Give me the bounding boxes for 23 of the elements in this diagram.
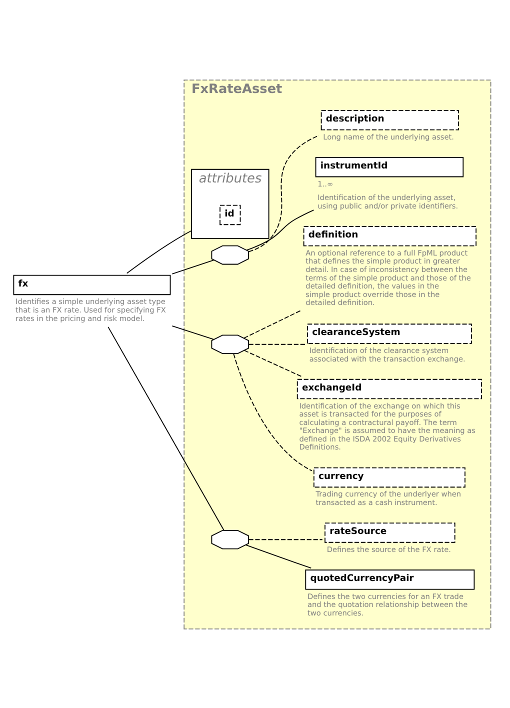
node-octagon: [211, 529, 250, 549]
node-label: Defines the source of the FX rate.: [326, 544, 451, 554]
node-label: Long name of the underlying asset.: [323, 132, 454, 141]
node-label: Identifies a simple underlying asset type that is an FX rate. Used for specifying FX rates in the pricing and risk model.: [16, 296, 166, 322]
connector: [246, 209, 314, 250]
node-label: 1..∞: [318, 178, 334, 188]
connector: [245, 544, 312, 568]
connector: [248, 134, 320, 252]
connector: [243, 309, 302, 338]
connector: [108, 326, 224, 530]
connector: [233, 352, 312, 471]
node-label: Defines the two currencies for an FX trade and the quotation relationship between the two currencies.: [307, 591, 468, 617]
node-label: Trading currency of the underlyer when transacted as a cash instrument.: [316, 489, 462, 506]
node-label: Identification of the underlying asset, using public and/or private identifiers.: [318, 192, 458, 210]
node-octagon: [211, 334, 250, 354]
node-label: Identification of the clearance system associated with the transaction exchange.: [309, 346, 466, 363]
connector: [248, 343, 306, 344]
connector: [126, 230, 192, 274]
node-label: An optional reference to a full FpML product that defines the simple product in greater detail. In case of inconsistency between the terms of the simple product and those of the detailed definition, the values in the simple product override those in the detailed definition.: [306, 248, 471, 307]
node-label: Identification of the exchange on which this asset is transacted for the purposes of calculating a contractural payoff. The term "Exchange" is assumed to have the meaning as defined in the ISDA 2002 Equity Derivatives Definitions.: [299, 400, 476, 452]
node-octagon: [211, 244, 250, 264]
connector: [244, 349, 304, 378]
connector: [248, 538, 323, 540]
